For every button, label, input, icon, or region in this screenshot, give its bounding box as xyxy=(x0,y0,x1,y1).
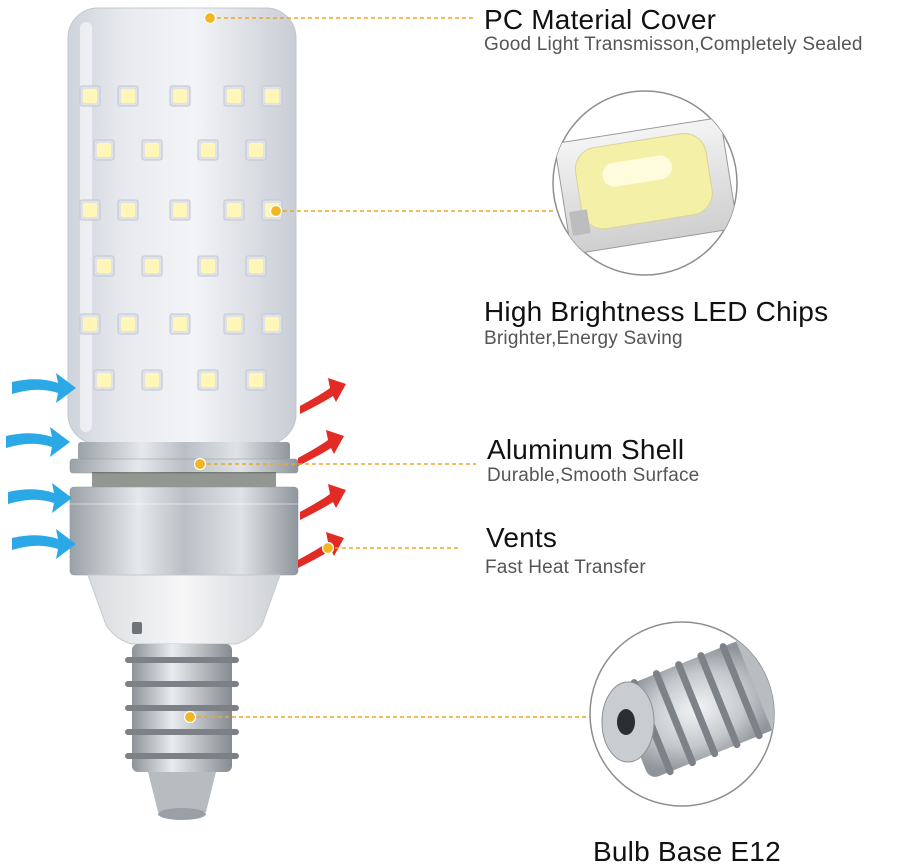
led-chip-light xyxy=(145,143,159,157)
red-arrow-out-icon xyxy=(300,378,346,414)
red-arrow-out-icon xyxy=(298,430,344,466)
led-chip-light xyxy=(121,317,135,331)
blue-arrow-in-icon xyxy=(12,373,76,403)
led-chip-grid xyxy=(79,85,283,391)
vents-title: Vents xyxy=(486,522,558,553)
led-chip-closeup xyxy=(552,90,738,276)
led-chip-light xyxy=(227,317,241,331)
red-arrow-out-icon xyxy=(298,532,344,568)
base-title: Bulb Base E12 xyxy=(593,836,781,867)
led-chip-light xyxy=(83,203,97,217)
led-chip-light xyxy=(173,203,187,217)
ceramic-neck xyxy=(87,574,281,645)
callout-dot-icon xyxy=(203,11,217,25)
led-chip-light xyxy=(265,317,279,331)
led-chip-light xyxy=(145,373,159,387)
callout-dot-icon xyxy=(321,541,335,555)
led-chip-light xyxy=(201,143,215,157)
led-chip-light xyxy=(249,259,263,273)
airflow-in-arrows xyxy=(6,373,76,559)
led-chip-light xyxy=(83,89,97,103)
chips-title: High Brightness LED Chips xyxy=(484,296,829,327)
airflow-out-arrows xyxy=(298,378,346,568)
blue-arrow-in-icon xyxy=(12,529,76,559)
led-chip-light xyxy=(201,373,215,387)
base-closeup xyxy=(589,621,775,807)
led-chip-light xyxy=(173,89,187,103)
shell-title: Aluminum Shell xyxy=(487,434,685,465)
vents-subtitle: Fast Heat Transfer xyxy=(485,557,646,578)
led-chip-light xyxy=(249,143,263,157)
callout-dot-icon xyxy=(183,710,197,724)
led-chip-light xyxy=(227,203,241,217)
callout-lines xyxy=(183,11,594,724)
led-chip-light xyxy=(201,259,215,273)
blue-arrow-in-icon xyxy=(6,427,70,457)
led-chip-light xyxy=(249,373,263,387)
red-arrow-out-icon xyxy=(300,484,346,520)
led-chip-light xyxy=(227,89,241,103)
callout-dot-icon xyxy=(269,204,283,218)
led-chip-light xyxy=(83,317,97,331)
led-chip-light xyxy=(121,89,135,103)
led-chip-light xyxy=(97,143,111,157)
shell-subtitle: Durable,Smooth Surface xyxy=(487,465,700,486)
led-chip-light xyxy=(97,373,111,387)
aluminum-shell xyxy=(69,442,299,576)
led-chip-light xyxy=(173,317,187,331)
screw-base xyxy=(125,644,239,820)
cover-title: PC Material Cover xyxy=(484,4,717,35)
led-chip-light xyxy=(145,259,159,273)
blue-arrow-in-icon xyxy=(8,483,72,513)
callout-dot-icon xyxy=(193,457,207,471)
led-chip-light xyxy=(265,89,279,103)
cover-subtitle: Good Light Transmisson,Completely Sealed xyxy=(484,34,863,55)
led-chip-light xyxy=(121,203,135,217)
chips-subtitle: Brighter,Energy Saving xyxy=(484,328,683,349)
led-chip-light xyxy=(97,259,111,273)
